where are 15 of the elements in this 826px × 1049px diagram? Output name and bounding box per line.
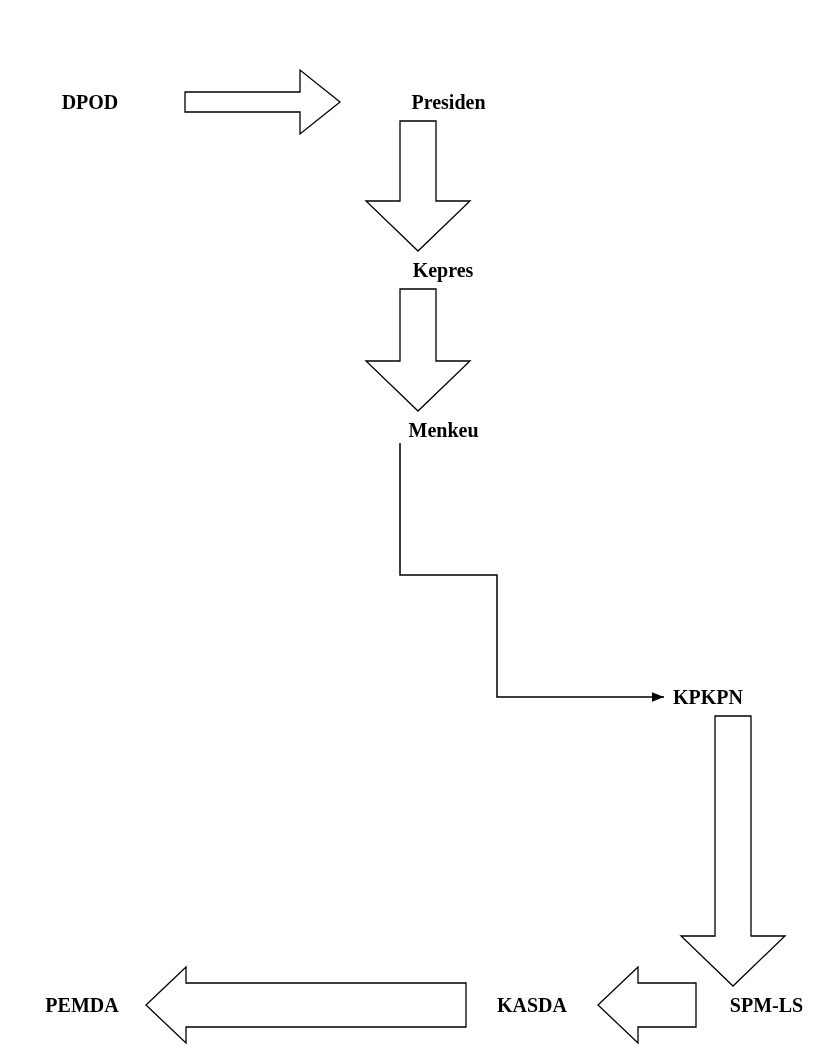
- node-label: Kepres: [412, 258, 474, 282]
- node-label: Presiden: [411, 90, 486, 114]
- block-arrow: [597, 965, 697, 1045]
- block-arrow: [364, 288, 472, 412]
- node-label: PEMDA: [45, 993, 119, 1017]
- block-arrow: [184, 68, 342, 136]
- node-label: KPKPN: [673, 685, 743, 709]
- node-label: SPM-LS: [729, 993, 804, 1017]
- block-arrow: [145, 965, 467, 1045]
- node-label: KASDA: [497, 993, 567, 1017]
- node-label: DPOD: [61, 90, 119, 114]
- block-arrow: [364, 120, 472, 252]
- block-arrow: [679, 715, 787, 987]
- node-label: Menkeu: [408, 418, 479, 442]
- elbow-arrow: [399, 442, 665, 702]
